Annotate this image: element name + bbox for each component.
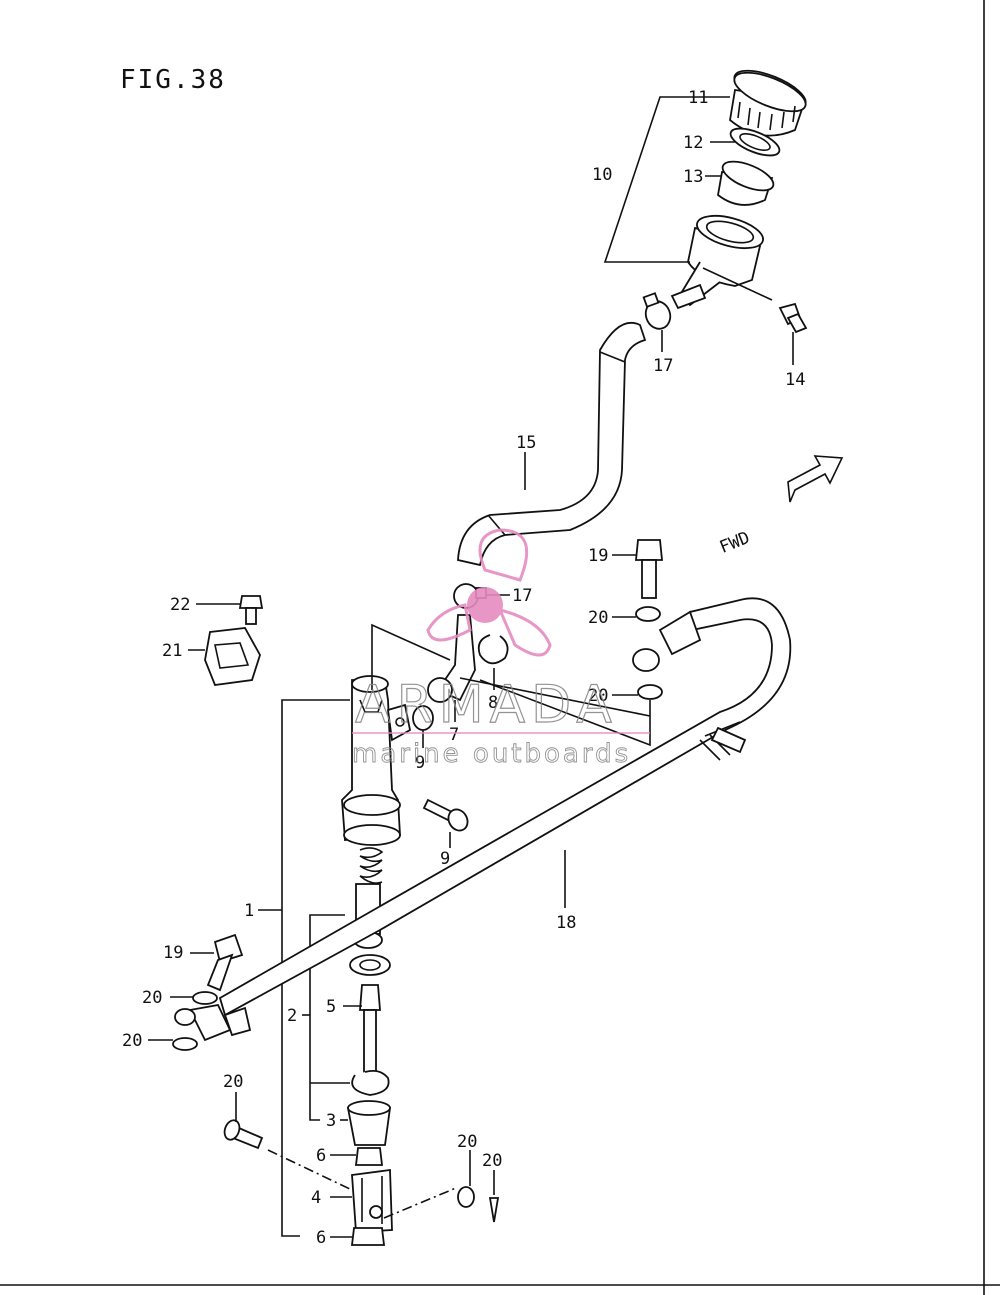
leader-15 <box>702 267 773 301</box>
callout-15: 14 <box>785 370 805 390</box>
cotter-pin-part-25[interactable] <box>488 1197 500 1223</box>
banjo-bolt-part-19-lower[interactable] <box>206 933 244 992</box>
callout-7: 7 <box>449 725 459 745</box>
callout-4: 4 <box>311 1188 321 1208</box>
callout-18: 18 <box>556 913 576 933</box>
callout-6-lower: 6 <box>316 1228 326 1248</box>
fwd-label: FWD <box>717 528 753 558</box>
callout-14: 13 <box>683 167 703 187</box>
clevis-pin-part-23[interactable] <box>222 1118 264 1150</box>
reservoir-cap-part-12[interactable] <box>729 63 811 137</box>
bracket-11 <box>603 96 690 263</box>
callout-13: 12 <box>683 133 703 153</box>
reservoir-hose-part-16[interactable] <box>457 321 647 567</box>
callout-22: 22 <box>170 595 190 615</box>
figure-label: FIG.38 <box>120 65 226 95</box>
brake-hose-part-18[interactable] <box>218 597 792 1017</box>
bolt-part-10[interactable] <box>422 798 471 834</box>
bolt-part-15[interactable] <box>778 302 808 334</box>
banjo-bolt-part-19-upper[interactable] <box>635 539 663 599</box>
boot-part-3[interactable] <box>346 1100 392 1146</box>
watermark-tagline: marine outboards <box>352 739 631 769</box>
callout-11: 10 <box>592 165 612 185</box>
circlip-part-9[interactable] <box>477 634 509 665</box>
callout-23: 20 <box>223 1072 243 1092</box>
callout-25: 20 <box>482 1151 502 1171</box>
nut-part-6-lower[interactable] <box>350 1227 386 1246</box>
callout-12: 11 <box>688 88 708 108</box>
diaphragm-part-14[interactable] <box>717 156 777 206</box>
callout-5: 5 <box>326 997 336 1017</box>
callout-8: 9 <box>415 753 425 773</box>
gasket-part-20-d[interactable] <box>172 1037 198 1051</box>
hose-banjo-upper[interactable] <box>632 648 660 672</box>
callout-19-upper: 19 <box>588 546 608 566</box>
gasket-part-20-a[interactable] <box>635 606 661 622</box>
pin-axis <box>267 1149 353 1191</box>
clevis-part-4[interactable] <box>351 1168 393 1233</box>
leader-20b <box>479 679 651 747</box>
master-cylinder-part-1[interactable] <box>341 675 412 846</box>
callout-3: 3 <box>326 1111 336 1131</box>
armada-watermark: ARMADA marine outboards <box>352 528 650 769</box>
watermark-brand: ARMADA <box>355 675 618 735</box>
washer-part-24[interactable] <box>457 1186 475 1208</box>
bracket-2 <box>309 914 345 1121</box>
callout-17-lower: 17 <box>512 586 532 606</box>
fwd-arrow-icon <box>787 455 844 503</box>
hose-clamp-part-17-top[interactable] <box>642 292 674 332</box>
callout-20-b: 20 <box>588 686 608 706</box>
callout-17-top: 17 <box>653 356 673 376</box>
callout-2: 2 <box>287 1006 297 1026</box>
propeller-logo-icon <box>426 528 552 657</box>
nut-part-6-upper[interactable] <box>354 1147 384 1166</box>
callout-9: 8 <box>488 693 498 713</box>
callout-21: 21 <box>162 641 182 661</box>
callout-20-d: 20 <box>122 1031 142 1051</box>
leader-master-top <box>371 623 451 690</box>
callout-1: 1 <box>244 901 254 921</box>
gasket-part-20-c[interactable] <box>192 991 218 1005</box>
gasket-part-20-b[interactable] <box>637 684 663 700</box>
callout-16: 15 <box>516 433 536 453</box>
diaphragm-plate-part-13[interactable] <box>727 123 783 161</box>
spring[interactable] <box>359 847 384 884</box>
bolt-part-22[interactable] <box>238 595 264 625</box>
reservoir-body[interactable] <box>670 210 766 310</box>
callout-20-c: 20 <box>142 988 162 1008</box>
callout-6-upper: 6 <box>316 1146 326 1166</box>
push-rod-part-5[interactable] <box>359 984 381 1081</box>
callout-19-lower: 19 <box>163 943 183 963</box>
hose-guide-part-21[interactable] <box>204 627 261 686</box>
callout-10: 9 <box>440 849 450 869</box>
rod-circlip[interactable] <box>351 1069 390 1096</box>
callout-20-a: 20 <box>588 608 608 628</box>
callout-24: 20 <box>457 1132 477 1152</box>
push-rod-washer[interactable] <box>349 954 391 976</box>
